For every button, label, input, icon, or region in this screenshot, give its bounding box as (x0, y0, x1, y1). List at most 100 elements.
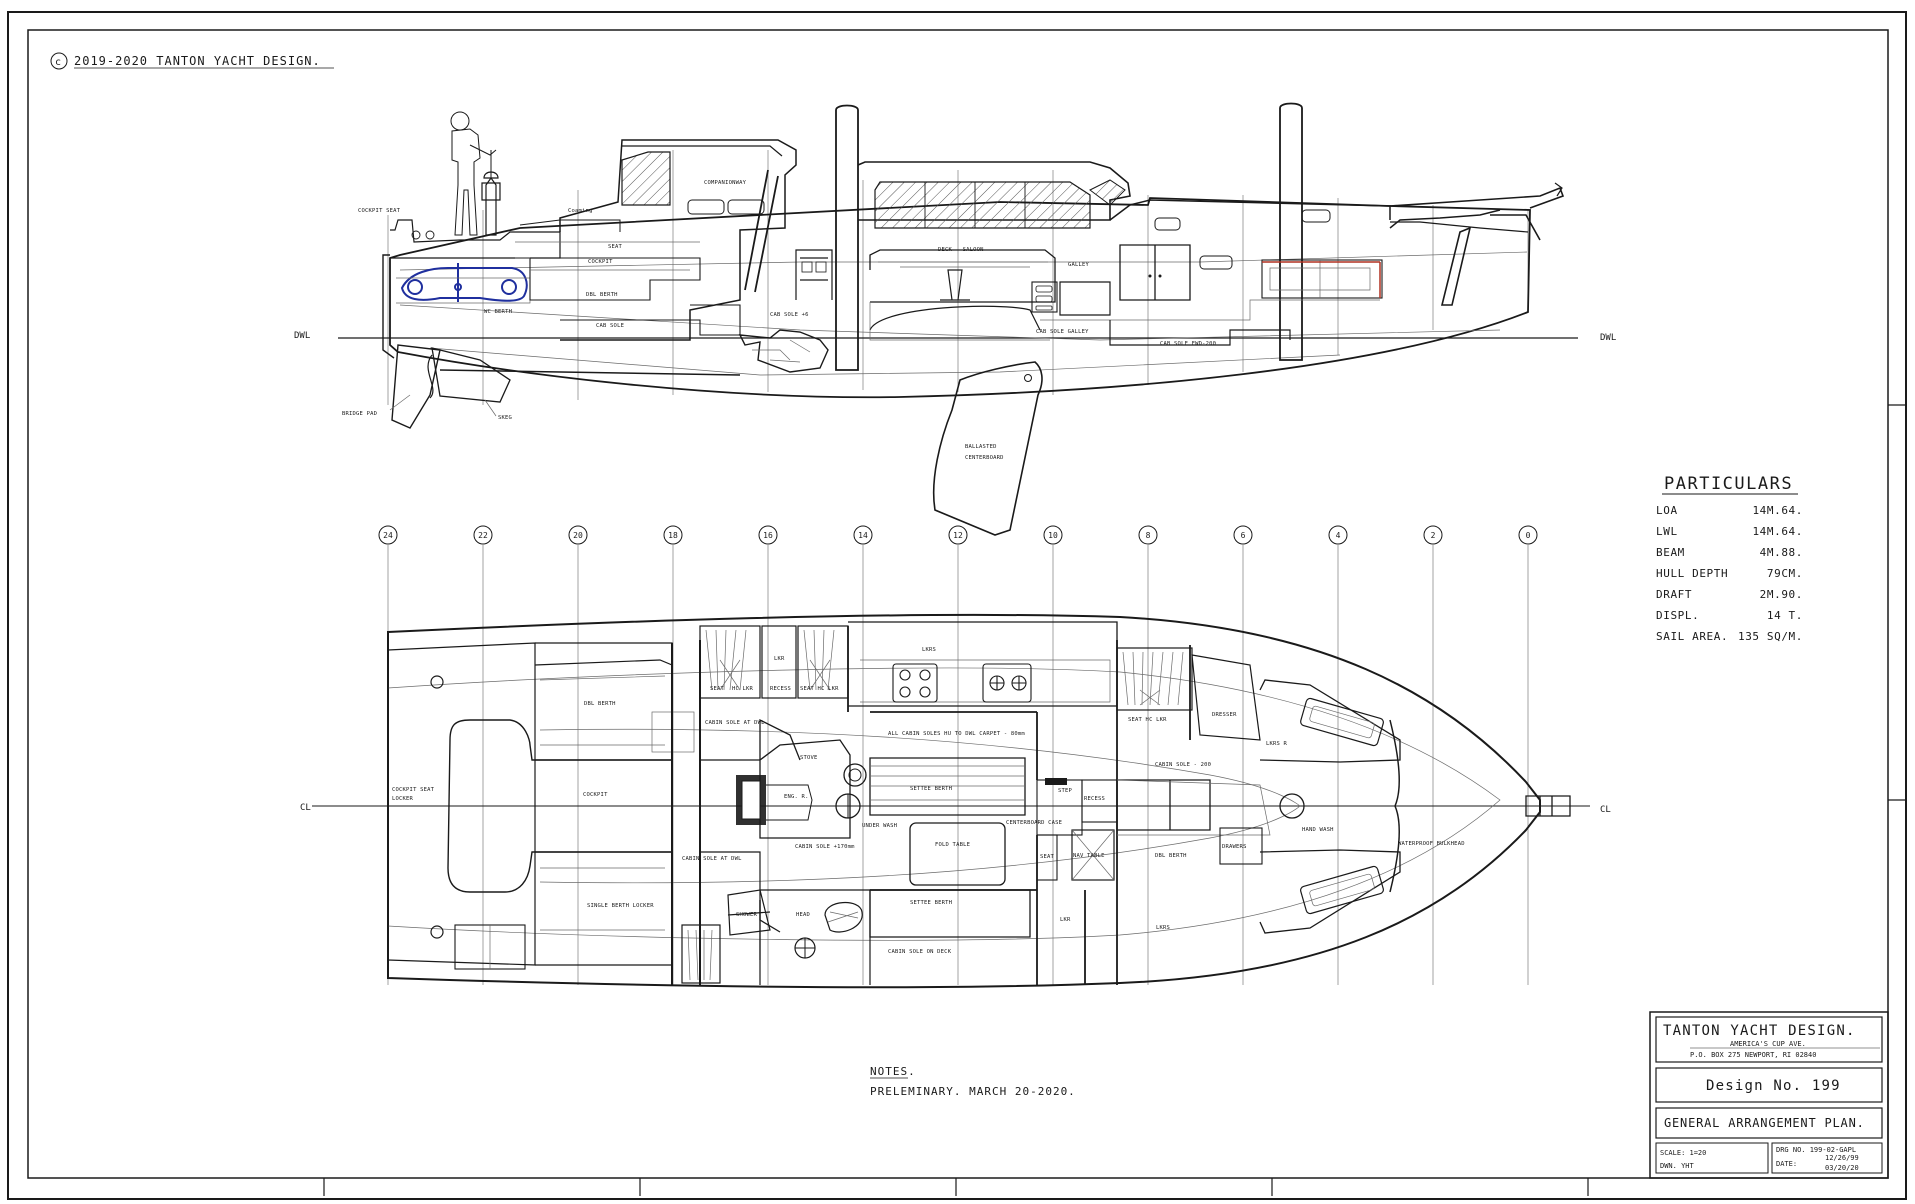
galley-interior (795, 249, 833, 300)
label-head: HEAD (796, 912, 810, 918)
helmsman-figure (450, 111, 497, 236)
wash-basin-cross (795, 938, 815, 958)
label-settee-berth-top: SETTEE BERTH (910, 786, 952, 792)
particulars-label: LOA (1656, 504, 1678, 517)
locker (801, 261, 813, 273)
label-fold-table: FOLD TABLE (935, 842, 970, 848)
winch (411, 230, 421, 240)
label-dbl-berth: DBL BERTH (586, 292, 618, 298)
saloon-stove-inner (848, 768, 862, 782)
helm-pedestal (483, 171, 499, 236)
fwd-hatch-stbd (1300, 865, 1384, 915)
fwd-locker-hatching (1122, 651, 1184, 706)
port-light (727, 199, 765, 215)
label-coaming: Coaming (568, 208, 593, 214)
engine (738, 329, 829, 373)
fwd-cabin-wall (1259, 679, 1401, 934)
fwd-hatch-port (1300, 697, 1384, 747)
label-dbl-berth-fwd: DBL BERTH (1155, 853, 1187, 859)
label-lkrs: LKRS (922, 647, 936, 653)
drawn: DWN. YHT (1660, 1162, 1695, 1170)
fold-table (909, 822, 1006, 886)
saloon-windows (874, 181, 1091, 229)
waterproof-bulkhead-line (1389, 719, 1400, 893)
plan-labels: DBL BERTH COCKPIT SEAT LOCKER COCKPIT SI… (392, 647, 1465, 955)
scale: SCALE: 1=20 (1660, 1149, 1706, 1157)
label-cockpit: COCKPIT (588, 259, 613, 265)
label-hc-lkr: HC LKR (732, 686, 754, 692)
label-cockpit-seat: COCKPIT SEAT (358, 208, 401, 214)
label-lkrs-bottom: LKRS (1156, 925, 1170, 931)
label-dresser: DRESSER (1212, 712, 1237, 718)
particulars-label: LWL (1656, 525, 1678, 538)
drg-box (1771, 1142, 1883, 1174)
notes: NOTES. PRELEMINARY. MARCH 20-2020. (870, 1065, 1075, 1098)
centerboard-pivot (1024, 374, 1032, 382)
saloon-stove (843, 763, 867, 787)
fwd-cabin-berth (1261, 259, 1383, 299)
particulars-value: 79CM. (1767, 567, 1803, 580)
locker (815, 261, 827, 273)
title-firm-box (1655, 1016, 1883, 1063)
centerboard-case (1045, 778, 1067, 785)
label-cockpit-plan: COCKPIT (583, 792, 608, 798)
label-skeg: SKEG (498, 415, 512, 421)
particulars-value: 4M.88. (1760, 546, 1803, 559)
station-number: 18 (668, 531, 678, 540)
station-circle (1138, 525, 1158, 545)
dwl-label-left: DWL (294, 331, 310, 341)
centerboard-label-1: BALLASTED (965, 444, 997, 450)
title-block-frame (1649, 1011, 1889, 1179)
station-number: 0 (1526, 531, 1531, 540)
particulars-label: DISPL. (1656, 609, 1699, 622)
station-circle (378, 525, 398, 545)
label-seat-2: SEAT (1040, 854, 1055, 860)
label-galley: GALLEY (1068, 262, 1090, 268)
hand-wash-basin (1279, 793, 1305, 819)
label-waterproof-bulkhead: WATERPROOF BULKHEAD (1398, 841, 1465, 847)
cl-label-left: CL (300, 803, 311, 813)
plan-station-lines (387, 545, 1529, 985)
saloon-table (869, 249, 1056, 303)
anchor-roller (1440, 214, 1541, 306)
particulars-label: BEAM (1656, 546, 1685, 559)
cockpit-seat (390, 219, 561, 259)
label-step: STEP (1058, 788, 1073, 794)
shower (727, 889, 771, 936)
engine-room-sole (560, 304, 741, 336)
label-settee-berth-bot: SETTEE BERTH (910, 900, 952, 906)
locker-hatching (687, 929, 713, 981)
hatch-inner (1309, 873, 1375, 907)
fwd-hatch (1154, 217, 1181, 231)
transom (382, 254, 395, 359)
engine-detail (766, 784, 813, 821)
label-seat-hc-lkr-fwd: SEAT HC LKR (1128, 717, 1167, 723)
hanging-lockers-fwd (1116, 647, 1193, 711)
label-cab-sole-fwd: CAB SOLE FWD-200 (1160, 341, 1216, 347)
station-number: 6 (1241, 531, 1246, 540)
interior-line (429, 347, 1341, 376)
bow-pulpit (1389, 209, 1501, 229)
saloon-sole (869, 305, 1041, 331)
plan-title: GENERAL ARRANGEMENT PLAN. (1664, 1116, 1865, 1130)
particulars-value: 14 T. (1767, 609, 1803, 622)
centerboard-label-2: CENTERBOARD (965, 455, 1004, 461)
label-dbl-berth-aft: DBL BERTH (584, 701, 616, 707)
hull-profile (389, 197, 1531, 399)
fwd-hatch (1301, 209, 1331, 223)
seat-nav (1036, 834, 1058, 881)
station-circle (758, 525, 778, 545)
head-door (759, 900, 781, 933)
label-cabin-sole-fwd: CABIN SOLE - 200 (1155, 762, 1211, 768)
label-centerboard-case: CENTERBOARD CASE (1006, 820, 1062, 826)
label-cabin-sole-mid: CABIN SOLE +170mm (795, 844, 855, 850)
date-label: DATE: (1776, 1160, 1797, 1168)
label-hand-wash: HAND WASH (1302, 827, 1334, 833)
scale-box (1655, 1142, 1769, 1174)
station-number: 8 (1146, 531, 1151, 540)
dresser (1191, 654, 1261, 741)
profile-station-lines (387, 150, 1529, 405)
settee-detail (870, 765, 1025, 801)
